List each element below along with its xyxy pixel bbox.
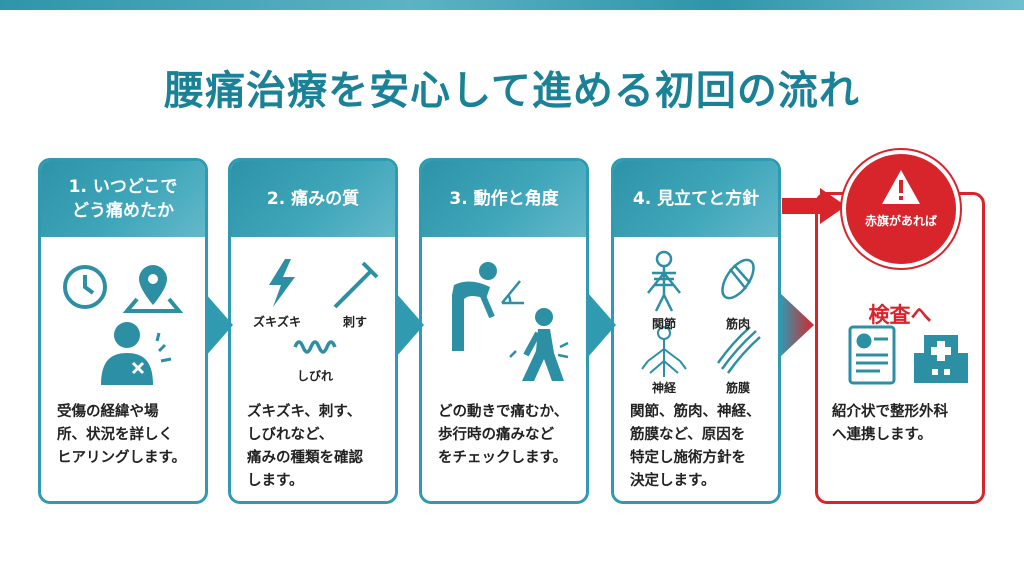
- step3-illustration: [452, 262, 569, 381]
- step-header-2: 2. 痛みの質: [231, 161, 395, 237]
- step2-illustration: [269, 259, 379, 354]
- step-desc-3: どの動きで痛むか、 歩行時の痛みなど をチェックします。: [438, 404, 569, 466]
- step-desc-4: 関節、筋肉、神経、 筋膜など、原因を 特定し施術方針を 決定します。: [630, 404, 761, 489]
- step1-illustration: [63, 265, 184, 385]
- label-muscle: 筋肉: [726, 317, 751, 331]
- angle-icon: [501, 280, 524, 305]
- red-flag-arrow: [782, 188, 846, 224]
- label-zukizuki: ズキズキ: [253, 315, 302, 329]
- bending-person-icon: [452, 262, 497, 351]
- step-card-2: 2. 痛みの質 ズキズキ 刺す しびれ ズキズキ、刺す、 しびれなど、 痛みの種…: [228, 158, 398, 504]
- nerve-icon: [641, 326, 687, 377]
- person-pain-icon: [101, 322, 172, 385]
- fascia-icon: [716, 326, 761, 374]
- step-card-4: 4. 見立てと方針 関節 筋肉 神経 筋膜 関節、筋肉、神経、 筋膜など、原因を…: [611, 158, 781, 504]
- red-flag-badge: 赤旗があれば: [842, 150, 960, 268]
- label-fascia: 筋膜: [726, 381, 751, 395]
- red-flag-illustration: [848, 325, 968, 385]
- step-header-4: 4. 見立てと方針: [614, 161, 778, 237]
- step-card-1: 1. いつどこで どう痛めたか 受傷の経緯や場 所、状況を詳しく ヒアリングしま…: [38, 158, 208, 504]
- referral-desc: 紹介状で整形外科 へ連携します。: [832, 404, 948, 443]
- flow-chevron-2: [396, 293, 424, 357]
- walking-person-icon: [509, 308, 569, 381]
- label-sasu: 刺す: [343, 315, 368, 329]
- step-header-1: 1. いつどこで どう痛めたか: [41, 161, 205, 237]
- flow-chevron-4: [780, 293, 814, 357]
- label-nerve: 神経: [652, 381, 677, 395]
- referral-document-icon: [848, 325, 896, 385]
- top-decor-bar: [0, 0, 1024, 10]
- skeleton-icon: [647, 250, 681, 312]
- needle-icon: [333, 261, 379, 309]
- referral-heading: 検査へ: [868, 303, 932, 327]
- hospital-icon: [914, 335, 968, 383]
- flow-chevron-1: [205, 293, 233, 357]
- tingling-wave-icon: [293, 340, 337, 354]
- step-desc-1: 受傷の経緯や場 所、状況を詳しく ヒアリングします。: [57, 404, 187, 466]
- step-header-3: 3. 動作と角度: [422, 161, 586, 237]
- label-shibire: しびれ: [297, 369, 334, 383]
- page-title: 腰痛治療を安心して進める初回の流れ: [164, 68, 860, 114]
- step-desc-2: ズキズキ、刺す、 しびれなど、 痛みの種類を確認 します。: [247, 404, 363, 489]
- step4-illustration: [641, 250, 761, 377]
- clock-icon: [63, 265, 107, 309]
- label-joint: 関節: [652, 317, 677, 331]
- step-card-3: 3. 動作と角度 どの動きで痛むか、 歩行時の痛みなど をチェックします。: [419, 158, 589, 504]
- flow-chevron-3: [588, 293, 616, 357]
- muscle-icon: [721, 258, 755, 300]
- map-pin-icon: [122, 265, 184, 313]
- lightning-icon: [269, 259, 295, 307]
- warning-icon: [882, 170, 920, 204]
